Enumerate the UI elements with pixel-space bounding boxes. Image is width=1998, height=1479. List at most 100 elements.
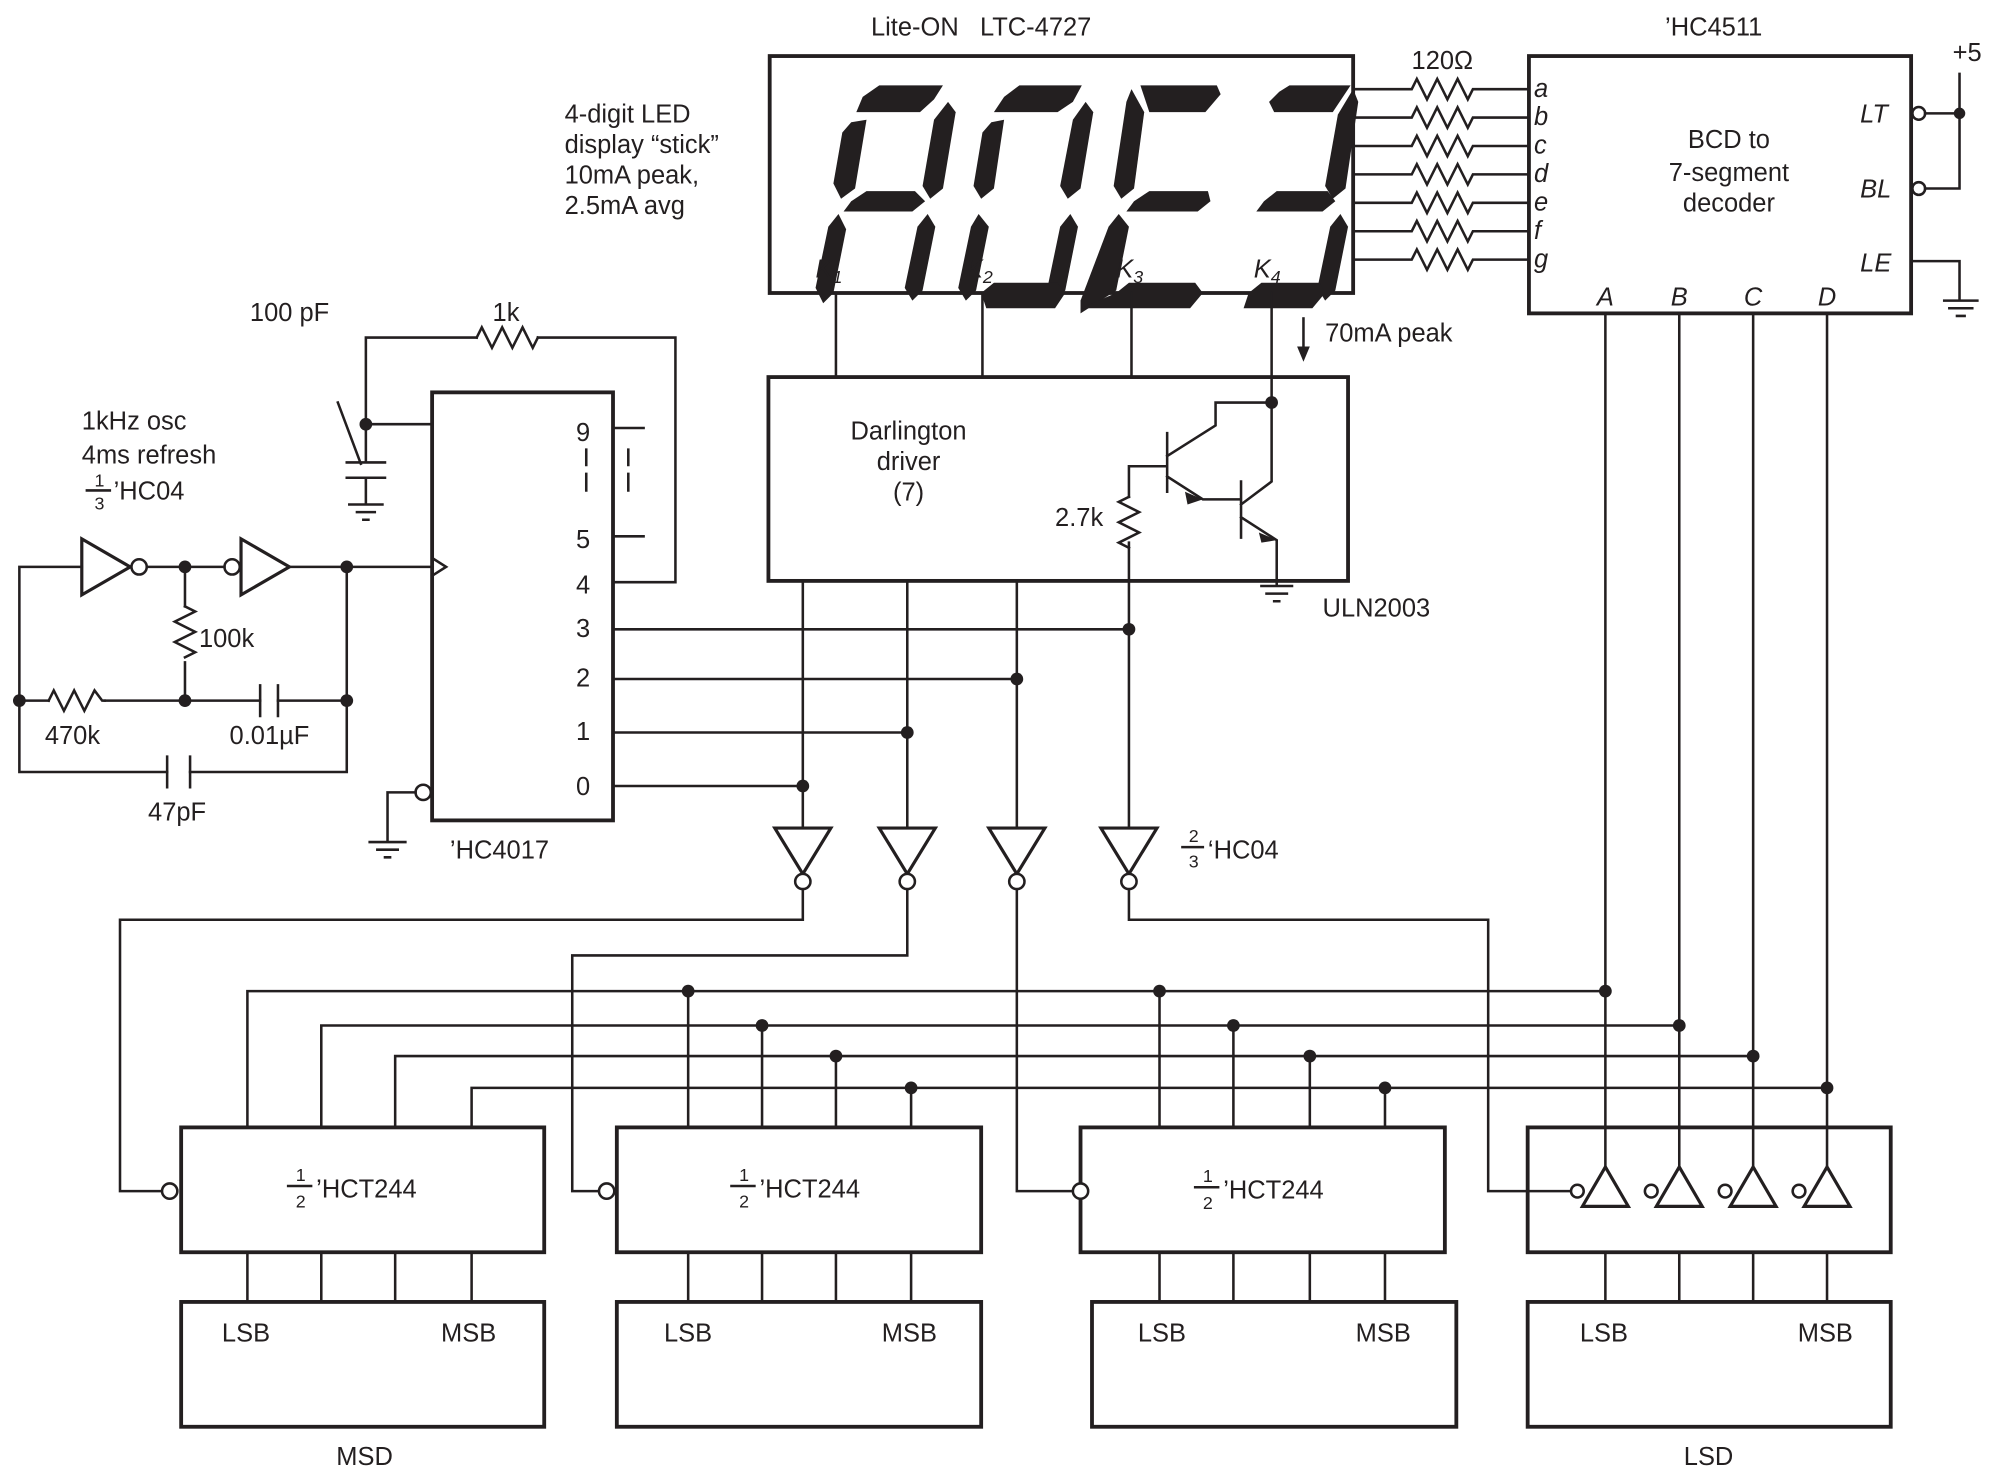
decoder-function-2: 7-segment [1669,159,1789,187]
pin-c: C [1744,284,1763,312]
digit-3-E [1080,85,1221,314]
bus-junction [904,1081,918,1095]
svg-text:1: 1 [296,1165,306,1185]
svg-text:2: 2 [739,1192,749,1212]
segment-resistor-c [1351,132,1531,160]
counter-output-3: 3 [576,615,590,643]
svg-text:1: 1 [1203,1166,1213,1186]
enable-inverter-3 [985,826,1048,877]
enable-inverter-part: ‘HC04 [1208,837,1279,865]
bus-junction [1672,1019,1686,1032]
buffer-3-part: ’HCT244 [1223,1177,1324,1205]
bl-bubble [1911,180,1927,197]
msd-label: MSD [336,1443,393,1471]
decoder-part: ’HC4511 [1665,14,1762,42]
cathode-k4: K4 [1254,256,1281,287]
pin-c: c [1534,132,1547,160]
enable-fraction-den: 3 [1189,852,1199,872]
segment-resistor-network: 120Ω [1351,47,1531,273]
svg-text:1: 1 [739,1165,749,1185]
svg-text:LSB: LSB [222,1319,270,1347]
counter-output-5: 5 [576,526,590,554]
pin-b: B [1671,284,1688,312]
driver-function-1: Darlington [851,417,967,445]
counter-output-1: 1 [576,718,590,746]
svg-text:MSB: MSB [441,1319,496,1347]
osc-description-2: 4ms refresh [82,442,216,470]
osc-r-input: 470k [45,722,100,750]
bus-junction [829,1049,843,1063]
bcd-input-1: LSB MSB [179,1300,547,1429]
bus-junction [1599,984,1612,998]
osc-c-speedup: 47pF [148,798,206,826]
segment-resistor-g [1351,246,1531,273]
pin-b: b [1534,103,1548,131]
pin-f: f [1534,217,1544,245]
driver-part: ULN2003 [1323,595,1431,623]
svg-text:MSB: MSB [882,1319,937,1347]
display-title: Lite-ON LTC-4727 [871,14,1091,42]
reset-cap-label: 100 pF [250,299,329,327]
digit-select-routing: 2 3 ‘HC04 [118,579,1571,1193]
bus-junction [755,1019,769,1032]
display-description-4: 2.5mA avg [565,192,685,220]
svg-text:2: 2 [1203,1193,1213,1213]
digit-2-0 [958,85,1094,309]
display-description-3: 10mA peak, [565,161,700,189]
display-description-1: 4-digit LED [565,100,691,128]
bus-junction [1303,1049,1317,1063]
cathode-k2: K2 [966,256,993,287]
bus-junction [1820,1081,1834,1095]
darlington-driver: Darlington driver (7) ULN2003 2.7k 70mA … [766,291,1453,623]
segment-resistor-value: 120Ω [1412,47,1474,75]
bcd-decoder: ’HC4511 BCD to 7-segment decoder abcdefg… [1527,14,1982,318]
decoder-function-3: decoder [1683,189,1776,217]
bus-junction [1746,1049,1760,1063]
buffer-3: 1 2 ’HCT244 [1071,1125,1447,1255]
bcd-input-4: LSB MSB [1525,1300,1893,1429]
decade-counter: ’HC4017 9 5 4 3 2 1 0 100 pF 1k [250,299,677,865]
digit-1-A [815,85,956,304]
pin-d: d [1534,160,1549,188]
buffer-1: 1 2 ’HCT244 [160,1125,547,1255]
bcd-input-3: LSB MSB [1090,1300,1459,1429]
led-display: Lite-ON LTC-4727 4-digit LED display “st… [565,14,1359,314]
counter-package [430,390,615,823]
tristate-buffer-3 [1727,1163,1779,1208]
enable-inverter-4 [1098,826,1160,877]
osc-description-1: 1kHz osc [82,407,187,435]
driver-base-resistor: 2.7k [1055,504,1103,532]
supply-junction [1953,107,1966,120]
osc-inverter-1 [80,536,134,598]
pin-bl: BL [1860,175,1891,203]
cathode-labels: K1 K2 K3 K4 [816,256,1281,287]
counter-output-9: 9 [576,419,590,447]
buffer-2-part: ’HCT244 [760,1175,861,1203]
osc-r-feedback: 100k [199,625,254,653]
segment-resistor-d [1351,161,1531,188]
buffer-1-part: ’HCT244 [316,1175,417,1203]
buffer-2: 1 2 ’HCT244 [597,1125,984,1255]
enable-inverter-1 [771,826,834,877]
pin-g: g [1534,245,1548,273]
cathode-k1: K1 [816,256,843,287]
lt-bubble [1911,105,1927,122]
counter-output-2: 2 [576,665,590,693]
svg-text:LSB: LSB [664,1319,712,1347]
buffer-4-discrete [1525,1125,1893,1255]
svg-text:2: 2 [296,1192,306,1212]
bcd-bus [246,312,1834,1206]
driver-package [766,375,1350,583]
pin-le: LE [1860,249,1892,277]
segment-resistor-a [1351,76,1531,103]
reset-resistor-label: 1k [493,299,520,327]
decoder-function-1: BCD to [1688,126,1770,154]
counter-output-4: 4 [576,572,590,600]
decoder-package [1527,54,1914,316]
pin-a: a [1534,75,1548,103]
osc-c-timing: 0.01µF [230,722,310,750]
enable-fraction-num: 2 [1189,826,1199,846]
bus-junction [1227,1019,1240,1032]
svg-text:MSB: MSB [1798,1319,1853,1347]
